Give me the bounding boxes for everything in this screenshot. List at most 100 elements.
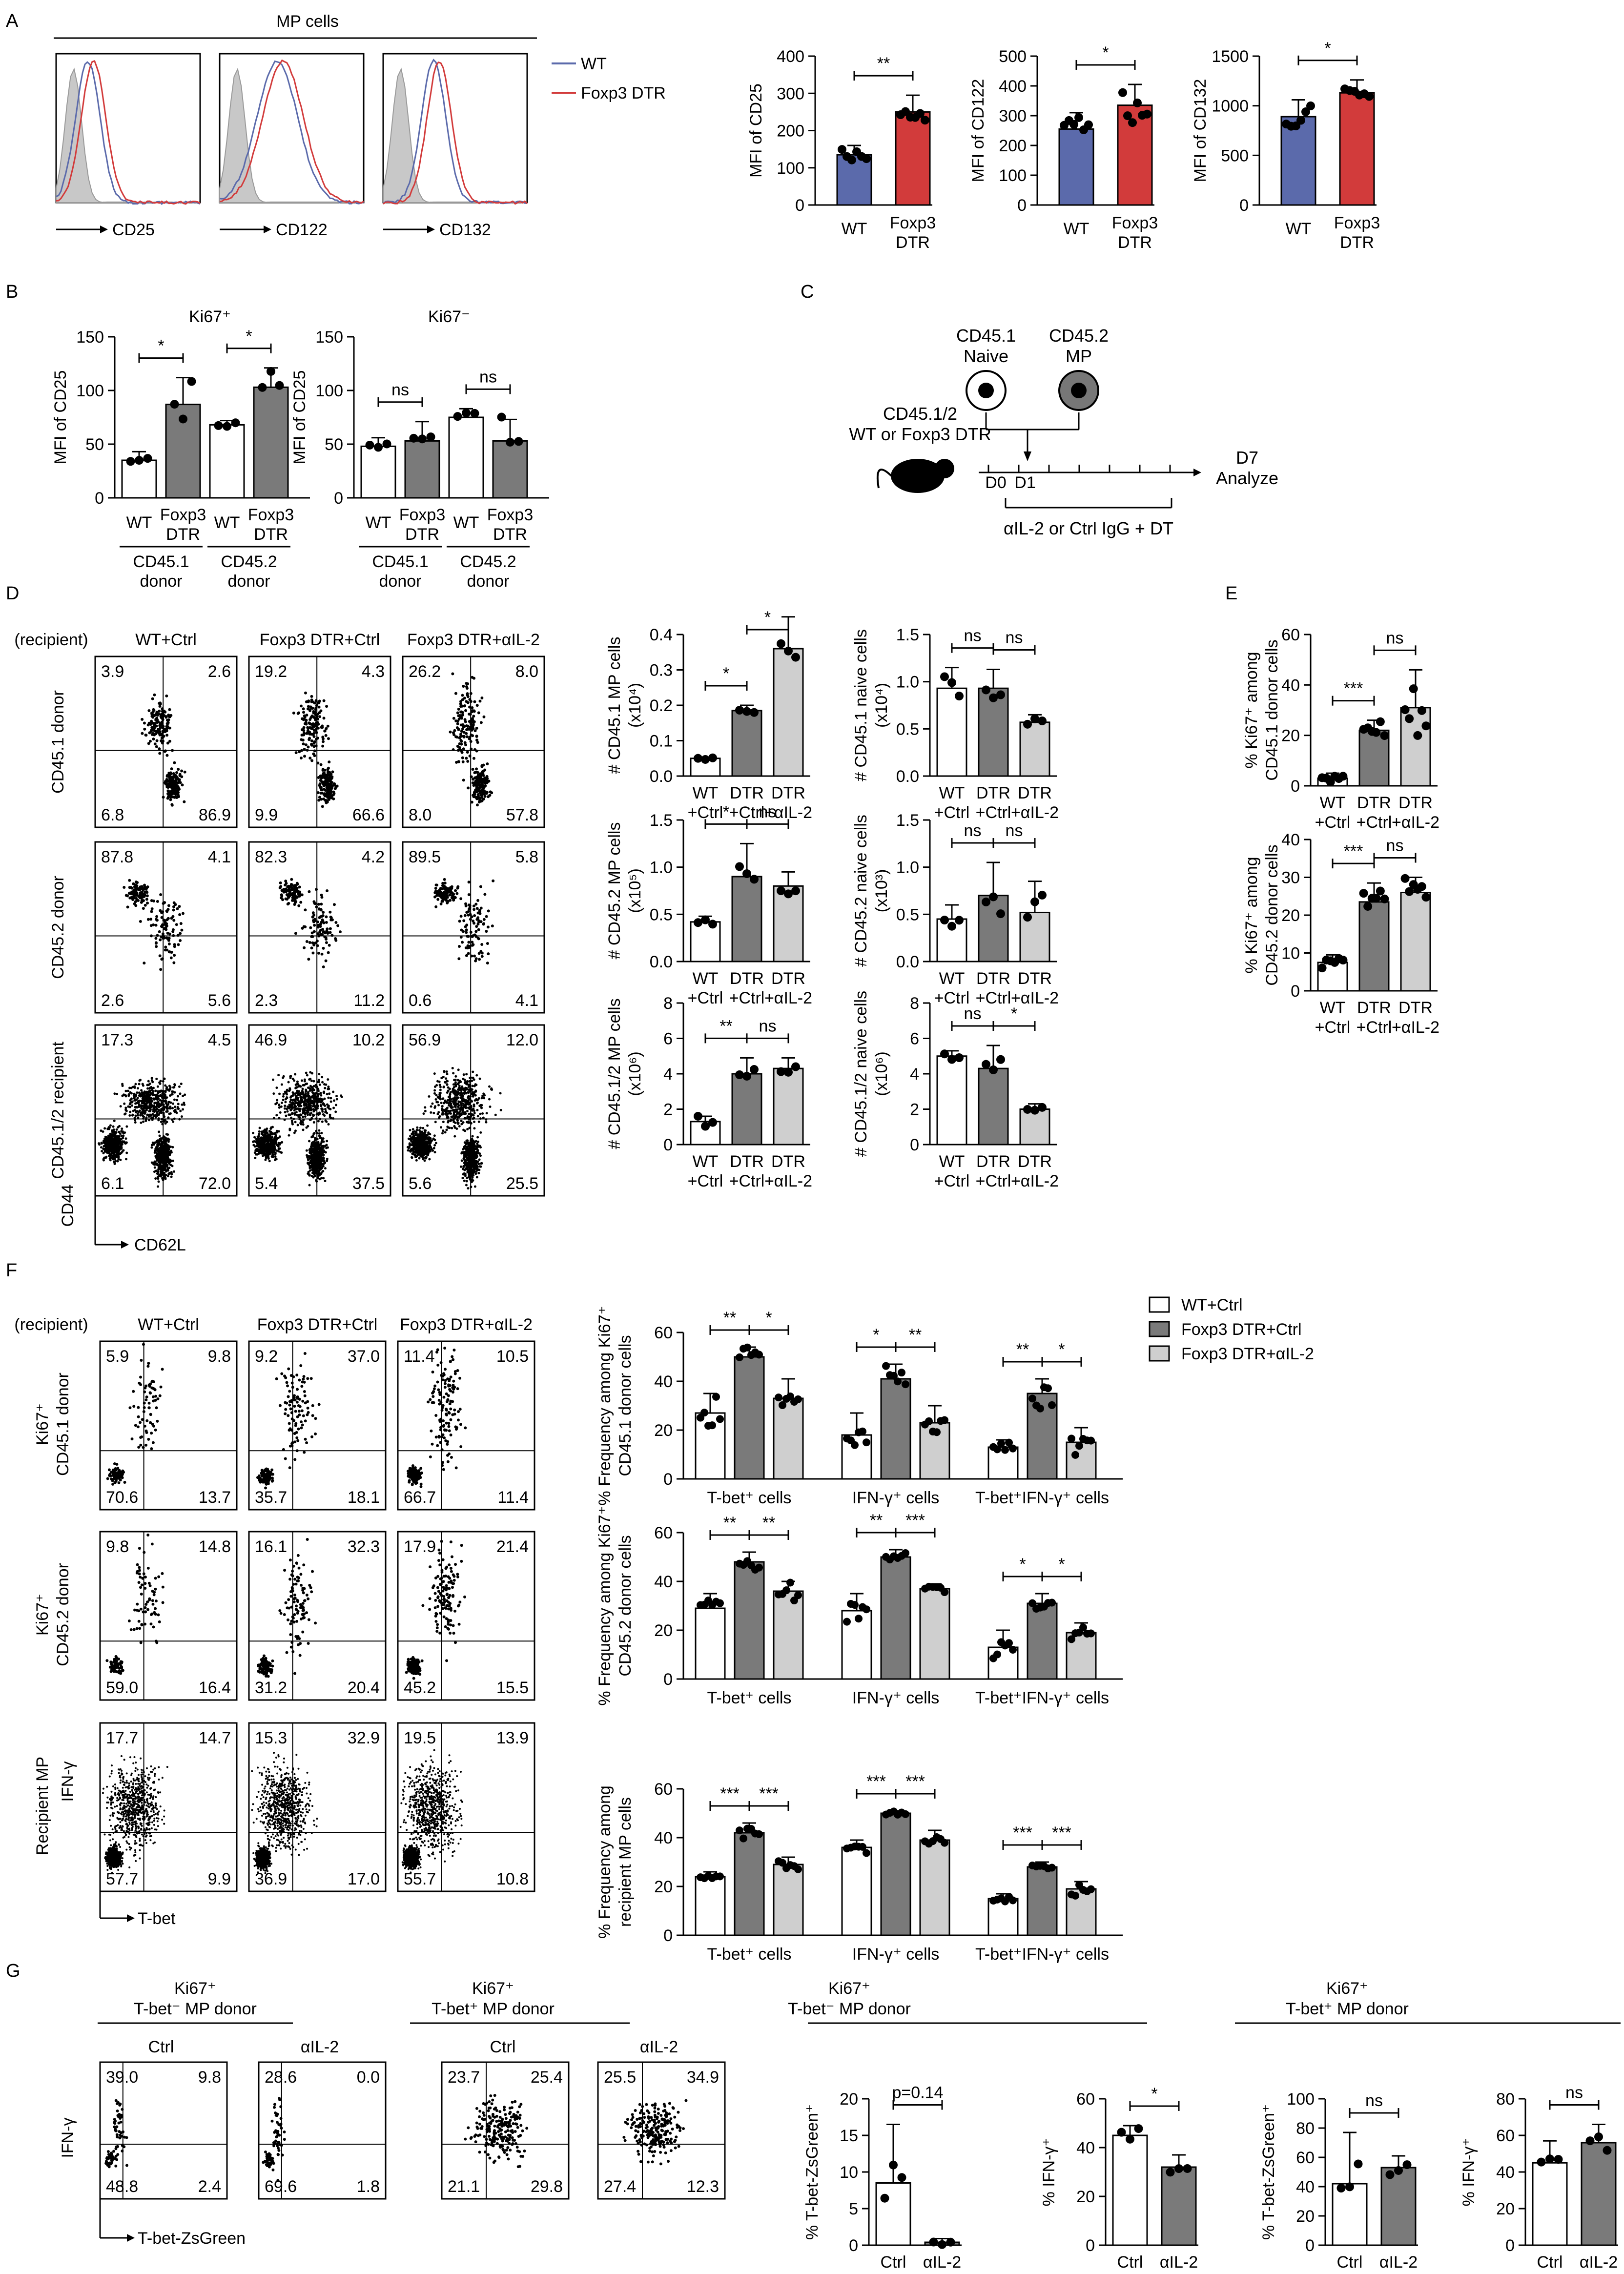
event-dot <box>323 729 327 733</box>
event-dot <box>310 931 314 935</box>
event-dot <box>486 962 489 965</box>
event-dot <box>466 727 470 731</box>
event-dot <box>324 1145 327 1147</box>
event-dot <box>165 727 169 730</box>
event-dot <box>476 916 480 920</box>
event-dot <box>150 1144 153 1147</box>
event-dot <box>157 1175 160 1178</box>
event-dot <box>126 905 129 909</box>
event-dot <box>178 778 181 782</box>
event-dot <box>152 1163 155 1166</box>
event-dot <box>479 793 483 797</box>
event-dot <box>165 734 169 737</box>
event-dot <box>113 1137 116 1140</box>
event-dot <box>292 711 295 715</box>
event-dot <box>258 1127 261 1129</box>
event-dot <box>312 716 316 719</box>
event-dot <box>277 1150 280 1153</box>
event-dot <box>162 1156 165 1159</box>
event-dot <box>320 1094 323 1097</box>
event-dot <box>465 735 469 738</box>
x-tick-label: Foxp3 <box>399 506 446 524</box>
event-dot <box>154 923 158 927</box>
event-dot <box>167 1161 170 1164</box>
x-tick-label: WT <box>366 513 391 532</box>
event-dot <box>255 1138 258 1141</box>
y-axis-label: MFI of CD25 <box>51 370 70 465</box>
event-dot <box>317 1171 320 1174</box>
event-dot <box>466 692 469 696</box>
event-dot <box>269 1142 272 1145</box>
event-dot <box>123 1102 126 1105</box>
event-dot <box>158 1167 161 1169</box>
quadrant-value: 9.9 <box>255 806 278 824</box>
quadrant-value: 89.5 <box>409 848 441 866</box>
data-point <box>1123 111 1132 121</box>
event-dot <box>162 1178 164 1181</box>
event-dot <box>472 778 475 781</box>
event-dot <box>156 1103 159 1106</box>
event-dot <box>300 1098 303 1101</box>
event-dot <box>134 1114 137 1117</box>
y-tick-label: 100 <box>777 159 804 178</box>
event-dot <box>320 1141 323 1144</box>
x-tick-label: WT <box>453 513 479 532</box>
legend-label: WT <box>581 55 607 73</box>
event-dot <box>460 717 463 720</box>
event-dot <box>470 733 473 737</box>
event-dot <box>118 1137 121 1140</box>
event-dot <box>462 684 465 688</box>
event-dot <box>486 777 489 780</box>
quadrant-value: 57.8 <box>506 806 538 824</box>
x-tick-label: DTR <box>1340 233 1374 252</box>
y-tick-label: 150 <box>315 328 343 347</box>
event-dot <box>164 1162 167 1165</box>
event-dot <box>306 1082 308 1085</box>
event-dot <box>153 1166 156 1169</box>
event-dot <box>293 1112 296 1115</box>
event-dot <box>482 787 485 790</box>
event-dot <box>158 705 162 708</box>
event-dot <box>143 1105 146 1107</box>
event-dot <box>158 728 161 731</box>
event-dot <box>322 1163 325 1166</box>
y-tick-label: 1500 <box>1212 47 1249 66</box>
event-dot <box>300 1120 303 1123</box>
event-dot <box>313 918 316 921</box>
event-dot <box>480 764 484 767</box>
event-dot <box>124 1137 127 1140</box>
event-dot <box>156 1111 159 1114</box>
quadrant-value: 4.1 <box>208 848 231 866</box>
bar <box>448 416 484 499</box>
event-dot <box>462 747 465 751</box>
event-dot <box>304 925 307 928</box>
y-tick-label: 50 <box>85 435 104 454</box>
event-dot <box>146 885 149 889</box>
event-dot <box>477 1163 480 1166</box>
data-point <box>374 443 383 452</box>
event-dot <box>163 1146 166 1148</box>
event-dot <box>463 741 467 744</box>
event-dot <box>302 1118 305 1121</box>
event-dot <box>319 1091 322 1094</box>
event-dot <box>311 951 315 955</box>
event-dot <box>320 952 324 956</box>
event-dot <box>253 1136 256 1139</box>
event-dot <box>150 1146 153 1149</box>
event-dot <box>163 1136 166 1139</box>
event-dot <box>306 1156 309 1159</box>
event-dot <box>310 739 313 742</box>
event-dot <box>140 1104 143 1107</box>
event-dot <box>146 1084 149 1086</box>
event-dot <box>494 1113 497 1116</box>
event-dot <box>141 887 144 891</box>
event-dot <box>474 930 478 933</box>
data-point <box>470 409 479 418</box>
event-dot <box>426 1124 429 1127</box>
event-dot <box>145 1092 148 1095</box>
event-dot <box>312 1167 315 1169</box>
event-dot <box>165 1087 168 1090</box>
event-dot <box>109 1159 112 1162</box>
x-tick-label: Foxp3 <box>248 506 294 524</box>
event-dot <box>459 897 463 901</box>
